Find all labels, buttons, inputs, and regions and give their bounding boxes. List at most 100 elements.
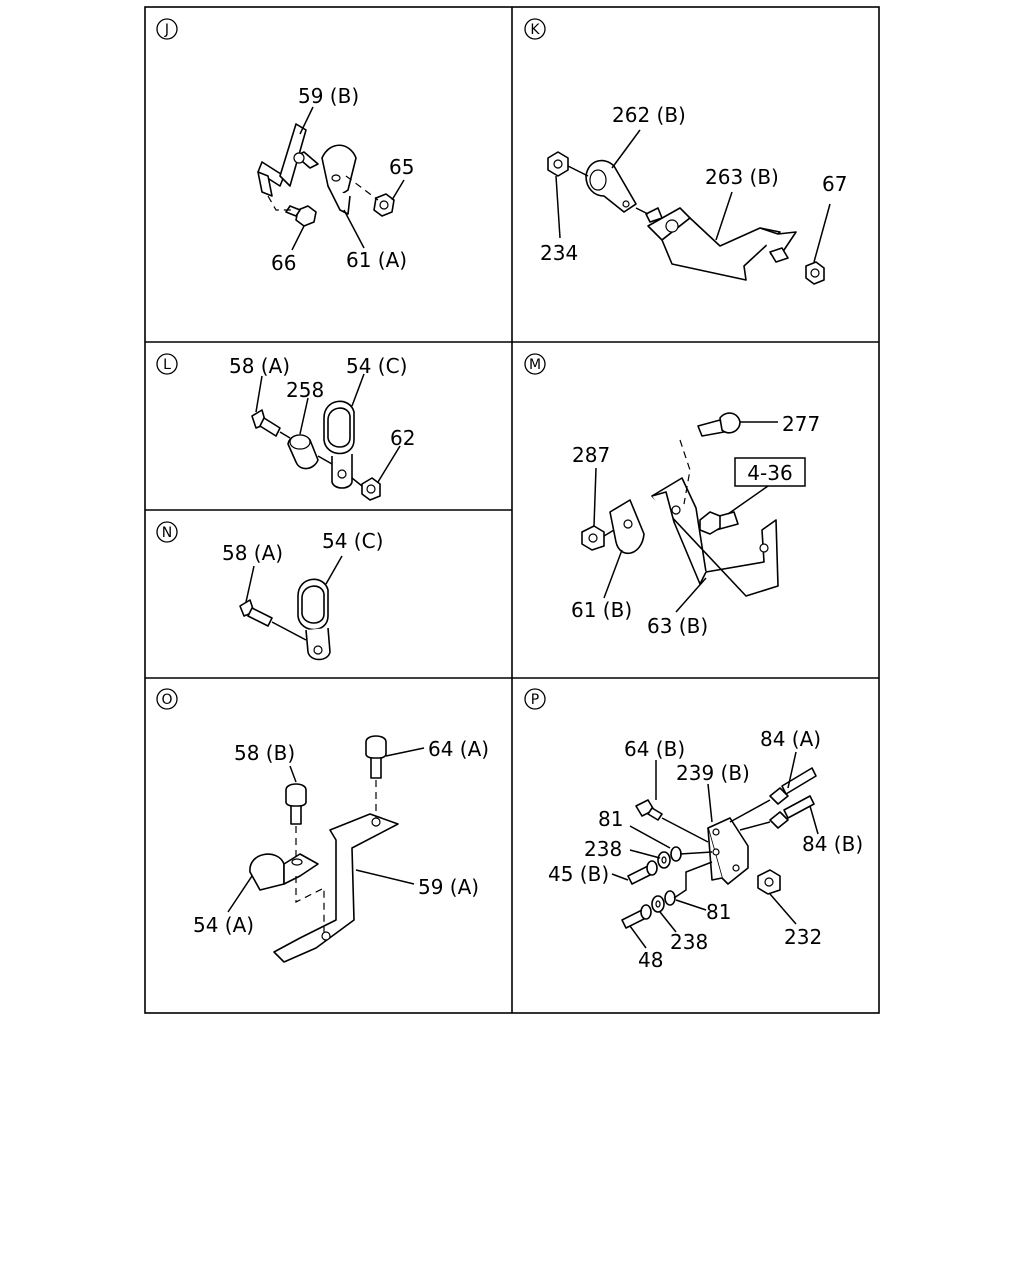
bolt-45b [627,860,658,885]
svg-text:4-36: 4-36 [747,461,792,485]
leader-262b [611,129,641,169]
label-59b: 59 (B) [298,84,359,108]
label-234: 234 [540,241,578,265]
j-assembly-line-2 [345,175,379,201]
bolt-64b [635,799,663,821]
panel-j: J 59 (B) 65 66 [156,18,414,275]
nut-65 [373,193,395,217]
washer-238-bottom [651,895,665,913]
leader-67 [813,203,831,263]
leader-61a [343,209,365,249]
label-62: 62 [390,426,415,450]
o-assembly-line-3 [295,876,325,932]
bolt-58a-n [239,599,273,627]
panel-p-id-circle: P [524,688,546,710]
leader-64a [385,747,425,757]
label-81-top: 81 [598,807,623,831]
clip-54a [249,853,319,891]
bolt-66 [285,205,317,227]
panel-frame [144,6,880,1014]
label-239b: 239 (B) [676,761,750,785]
clamp-54c-n [297,578,331,661]
svg-text:P: P [531,692,539,708]
svg-text:O: O [161,692,172,708]
svg-text:N: N [162,525,172,541]
leader-239b [707,783,713,823]
label-287: 287 [572,443,610,467]
panel-k-id-circle: K [524,18,546,40]
leader-258 [299,397,309,435]
label-263b: 263 (B) [705,165,779,189]
leader-238-bottom [659,911,677,933]
bolt-j [293,151,319,169]
panel-n-id-circle: N [156,521,178,543]
bolt-58b [285,783,307,825]
stud-84a [769,767,817,805]
m-assembly-line [679,439,691,505]
leader-81-top [629,825,671,849]
bracket-239b [707,817,749,885]
panel-o: O 58 (B) 64 (A) 59 (A) 54 (A) [156,688,489,963]
nut-67 [805,261,825,285]
k-assembly-line-2 [635,207,649,215]
leader-58b [289,765,297,783]
washer-238-top [657,851,671,869]
leader-54a [227,875,253,913]
leader-263b [715,191,733,241]
leader-59b [299,106,314,135]
panel-k: K 262 (B) 263 (B [524,18,847,285]
leader-81-bottom [675,899,707,911]
washer-81-top [670,846,682,862]
n-assembly-line [271,621,307,641]
leader-234 [555,175,561,239]
clamp-54c-l [323,400,355,489]
p-assembly-line-4 [679,851,713,855]
leader-4-36 [727,485,769,515]
bracket-63b [651,477,779,597]
leader-287 [593,467,597,527]
leader-238-top [629,849,661,859]
clip-262b [585,159,637,213]
leader-66 [291,225,305,251]
label-61b: 61 (B) [571,598,632,622]
panel-j-id-circle: J [156,18,178,40]
leader-45b [611,873,629,881]
label-58b: 58 (B) [234,741,295,765]
leader-84b [809,805,819,835]
leader-48 [629,925,647,949]
svg-text:L: L [163,357,171,373]
panel-l: L 58 (A) 54 (C) 258 62 [156,353,415,501]
bolt-64a [365,735,387,779]
leader-54c-l [351,373,365,407]
panel-m-id-circle: M [524,353,546,375]
leader-58a-n [245,565,255,603]
panel-o-id-circle: O [156,688,178,710]
bolt-277 [697,412,741,437]
bolt-m [699,511,739,535]
m-assembly-line-2 [603,529,615,537]
label-59a: 59 (A) [418,875,479,899]
leader-232 [769,893,797,925]
j-assembly-line [267,195,292,211]
stud-84b [769,795,815,829]
label-65: 65 [389,155,414,179]
p-assembly-line-5 [673,861,713,899]
label-64a: 64 (A) [428,737,489,761]
nut-287 [581,525,605,551]
label-66: 66 [271,251,296,275]
label-258: 258 [286,378,324,402]
bolt-48 [621,904,652,929]
l-assembly-line-2 [317,455,333,465]
nut-62 [361,477,381,501]
clip-61b [609,499,645,554]
label-238-bottom: 238 [670,930,708,954]
label-54c-n: 54 (C) [322,529,383,553]
label-238-top: 238 [584,837,622,861]
bracket-263b [647,207,797,281]
label-84a: 84 (A) [760,727,821,751]
label-61a: 61 (A) [346,248,407,272]
p-assembly-line-2 [729,799,771,823]
clip-61a [321,144,357,215]
label-63b: 63 (B) [647,614,708,638]
label-262b: 262 (B) [612,103,686,127]
